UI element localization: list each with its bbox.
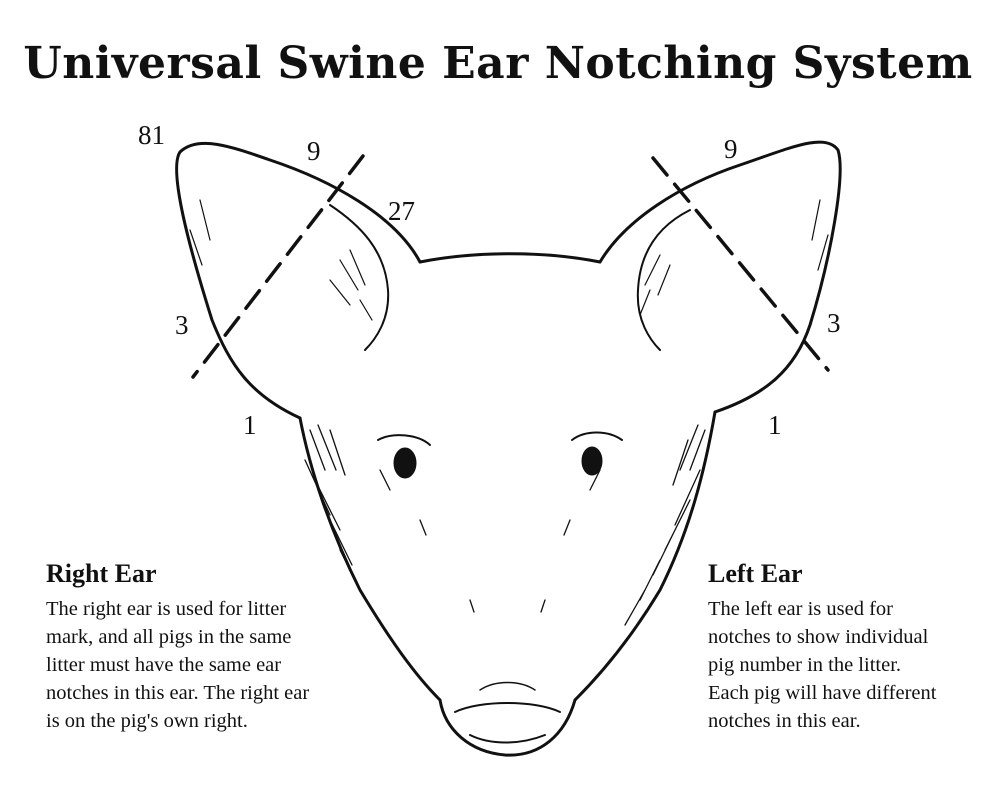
- left-ear-line: pig number in the litter.: [708, 654, 902, 676]
- left-ear-description: Left Ear The left ear is used for notche…: [708, 559, 978, 735]
- right-eye: [393, 447, 417, 479]
- right-ear-line: mark, and all pigs in the same: [46, 626, 292, 648]
- left-ear-label-9: 9: [724, 134, 738, 164]
- left-ear-dashed-line: [651, 156, 830, 372]
- right-ear-description: Right Ear The right ear is used for litt…: [46, 559, 366, 735]
- right-ear-line: litter must have the same ear: [46, 654, 282, 676]
- left-eye: [581, 446, 603, 476]
- left-ear-inner: [636, 209, 691, 351]
- left-ear-line: notches in this ear.: [708, 710, 861, 732]
- right-ear-label-9: 9: [307, 136, 321, 166]
- left-ear-label-1: 1: [768, 410, 782, 440]
- left-ear-label-3: 3: [827, 308, 841, 338]
- right-ear-label-1: 1: [243, 410, 257, 440]
- right-ear-outline: [175, 141, 422, 420]
- left-ear-line: notches to show individual: [708, 626, 929, 648]
- right-ear-line: The right ear is used for litter: [46, 598, 287, 620]
- head-outline: [418, 252, 602, 264]
- snout: [438, 698, 577, 757]
- right-ear-label-3: 3: [175, 310, 189, 340]
- right-ear-line: is on the pig's own right.: [46, 710, 248, 732]
- page-title: Universal Swine Ear Notching System: [23, 38, 973, 89]
- right-ear-dashed-line: [191, 154, 365, 379]
- left-ear-heading: Left Ear: [708, 559, 803, 588]
- left-ear-outline: [598, 140, 842, 414]
- right-ear-line: notches in this ear. The right ear: [46, 682, 310, 704]
- right-ear-inner: [329, 204, 390, 351]
- right-ear-label-81: 81: [138, 120, 165, 150]
- left-ear-line: The left ear is used for: [708, 598, 893, 620]
- left-ear-line: Each pig will have different: [708, 682, 937, 704]
- right-ear-label-27: 27: [388, 196, 415, 226]
- right-ear-heading: Right Ear: [46, 559, 157, 588]
